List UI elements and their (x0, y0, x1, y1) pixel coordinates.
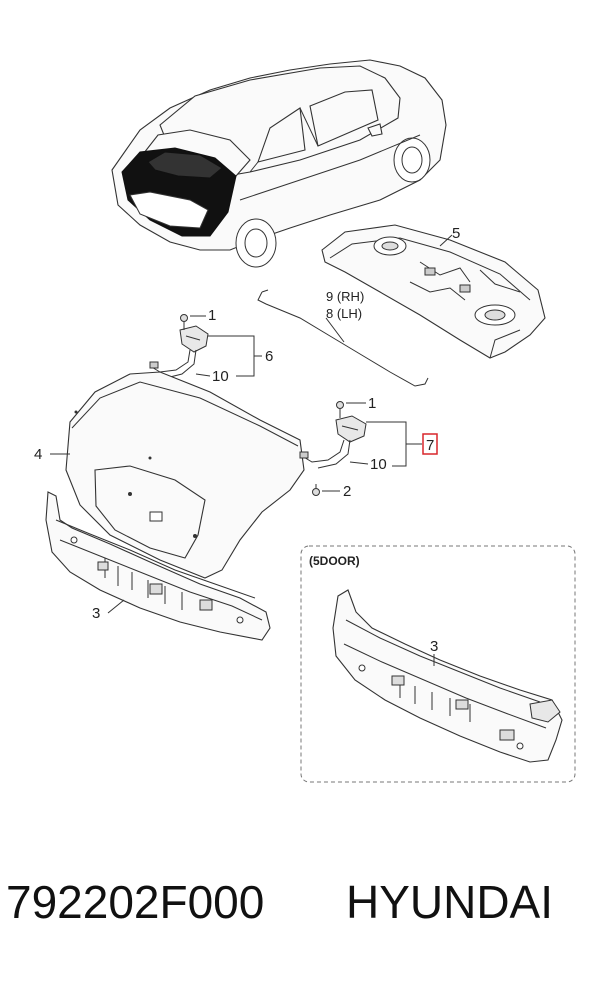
callout-3-main: 3 (92, 605, 100, 622)
callout-2-lower: 2 (343, 483, 351, 500)
upper-hinge-assembly (149, 314, 209, 396)
callout-1-upper: 1 (208, 307, 216, 324)
lower-hinge-assembly (299, 401, 367, 496)
leader-10-lower (349, 461, 369, 465)
callout-9: 9 (RH) (326, 289, 364, 304)
brand-name: HYUNDAI (346, 876, 554, 928)
leader-8-9 (325, 317, 345, 343)
leader-3-main (107, 599, 125, 614)
part-number: 792202F000 (6, 876, 265, 928)
release-cable (257, 289, 429, 387)
trunk-lid (65, 371, 305, 579)
callout-10-upper: 10 (212, 368, 229, 385)
callout-6: 6 (265, 348, 273, 365)
inset-title: (5DOOR) (309, 554, 360, 568)
callout-5: 5 (452, 225, 460, 242)
callout-10-lower: 10 (370, 456, 387, 473)
leader-10-upper (195, 373, 211, 377)
callout-4: 4 (34, 446, 42, 463)
leader-5 (439, 234, 453, 247)
inset-frame (300, 545, 576, 783)
highlight-box-7 (422, 433, 438, 455)
callout-8: 8 (LH) (326, 306, 362, 321)
callout-1-lower: 1 (368, 395, 376, 412)
callout-7: 7 (426, 437, 434, 454)
car-illustration (111, 59, 447, 268)
rear-shelf-panel (321, 224, 546, 359)
rear-panel-5door (332, 589, 563, 763)
rear-panel-main (45, 491, 271, 641)
callout-3-inset: 3 (430, 638, 438, 655)
